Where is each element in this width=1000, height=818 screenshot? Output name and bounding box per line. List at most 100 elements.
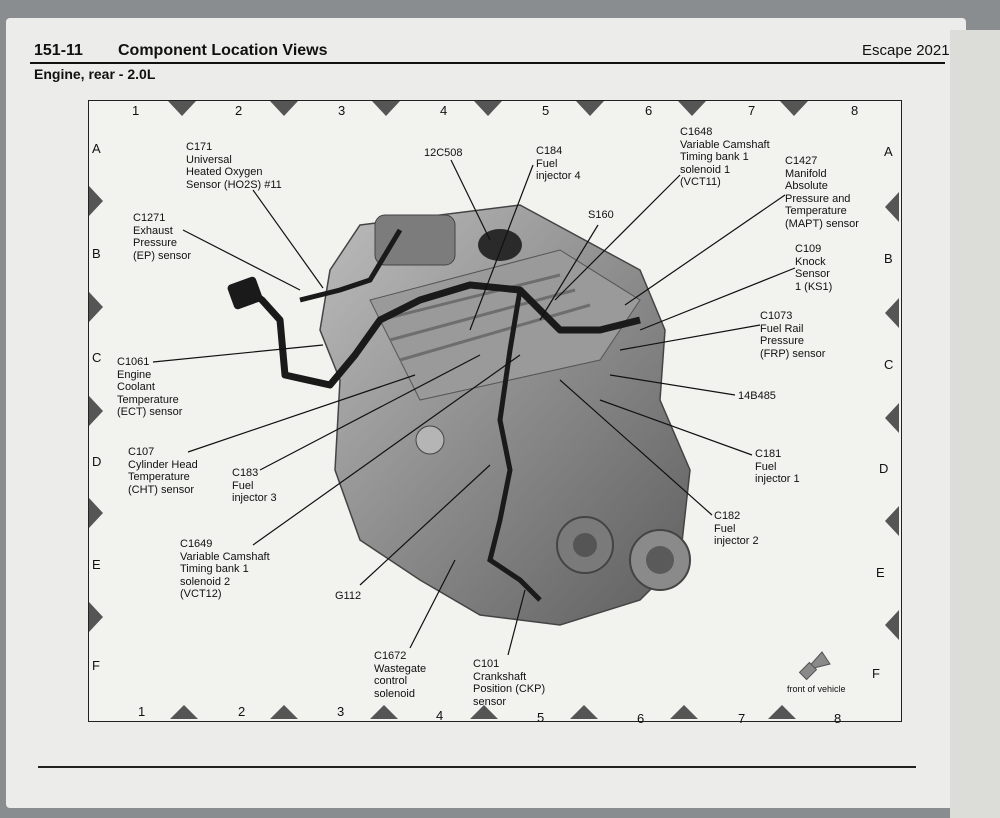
col-label-top-6: 6 [645, 103, 653, 118]
callout-c1649: C1649 Variable Camshaft Timing bank 1 so… [180, 538, 270, 600]
leader-c1648 [554, 174, 681, 301]
callout-g112: G112 [335, 590, 362, 602]
leader-c181 [599, 399, 753, 456]
front-of-vehicle-label: front of vehicle [787, 684, 846, 694]
col-label-top-5: 5 [542, 103, 550, 118]
col-label-bottom-2: 2 [238, 704, 246, 719]
callout-14b485: 14B485 [738, 390, 776, 402]
leader-c183 [259, 354, 481, 471]
vehicle-name: Escape 2021 [862, 42, 950, 59]
col-label-top-1: 1 [132, 103, 140, 118]
marker-bottom [570, 705, 598, 719]
marker-left [89, 186, 103, 216]
callout-s160: S160 [588, 209, 614, 221]
marker-top [576, 101, 604, 116]
row-label-left-b: B [92, 246, 101, 261]
leader-c107 [187, 374, 416, 453]
marker-bottom [170, 705, 198, 719]
callout-c184: C184 Fuel injector 4 [536, 145, 581, 182]
view-title: Engine, rear - 2.0L [34, 66, 156, 82]
callout-c107: C107 Cylinder Head Temperature (CHT) sen… [128, 446, 198, 496]
marker-right [885, 403, 899, 433]
footer-rule [38, 766, 916, 768]
callout-c183: C183 Fuel injector 3 [232, 467, 277, 504]
callout-c101: C101 Crankshaft Position (CKP) sensor [473, 658, 546, 708]
col-label-top-8: 8 [851, 103, 859, 118]
marker-bottom [670, 705, 698, 719]
marker-bottom [470, 705, 498, 719]
marker-top [780, 101, 808, 116]
col-label-top-7: 7 [748, 103, 756, 118]
marker-right [885, 610, 899, 640]
col-label-top-3: 3 [338, 103, 346, 118]
callout-c1648: C1648 Variable Camshaft Timing bank 1 so… [680, 126, 770, 188]
marker-right [885, 506, 899, 536]
callout-c182: C182 Fuel injector 2 [714, 510, 759, 547]
row-label-right-f: F [872, 666, 880, 681]
leader-c171 [252, 189, 324, 289]
col-label-bottom-8: 8 [834, 711, 842, 726]
col-label-top-2: 2 [235, 103, 243, 118]
marker-top [270, 101, 298, 116]
leader-c109 [639, 267, 796, 331]
col-label-bottom-1: 1 [138, 704, 146, 719]
col-label-bottom-4: 4 [436, 708, 444, 723]
row-label-left-a: A [92, 141, 101, 156]
leader-c1271 [182, 229, 301, 291]
callout-c109: C109 Knock Sensor 1 (KS1) [795, 243, 833, 293]
leader-c182 [559, 379, 713, 516]
leader-s160 [539, 224, 599, 321]
row-label-left-f: F [92, 658, 100, 673]
marker-top [678, 101, 706, 116]
row-label-left-e: E [92, 557, 101, 572]
marker-left [89, 396, 103, 426]
row-label-right-e: E [876, 565, 885, 580]
marker-bottom [270, 705, 298, 719]
leader-c1649 [252, 354, 521, 546]
leader-c184 [469, 164, 534, 331]
marker-top [474, 101, 502, 116]
callout-c181: C181 Fuel injector 1 [755, 448, 800, 485]
marker-bottom [768, 705, 796, 719]
next-page-edge [950, 30, 1000, 818]
callout-c1271: C1271 Exhaust Pressure (EP) sensor [133, 212, 192, 262]
row-label-right-a: A [884, 144, 893, 159]
header-rule [30, 62, 945, 64]
row-label-right-d: D [879, 461, 889, 476]
leader-c1672 [409, 559, 456, 649]
marker-left [89, 498, 103, 528]
marker-right [885, 298, 899, 328]
row-label-right-b: B [884, 251, 893, 266]
col-label-bottom-3: 3 [337, 704, 345, 719]
leader-c101 [507, 589, 526, 656]
col-label-bottom-5: 5 [537, 710, 545, 725]
section-number: 151-11 [34, 42, 83, 59]
marker-left [89, 292, 103, 322]
row-label-left-c: C [92, 350, 102, 365]
col-label-bottom-7: 7 [738, 711, 746, 726]
row-label-left-d: D [92, 454, 102, 469]
col-label-top-4: 4 [440, 103, 448, 118]
leader-c1061 [152, 344, 324, 363]
leader-c1427 [624, 194, 786, 306]
callout-c1073: C1073 Fuel Rail Pressure (FRP) sensor [760, 310, 826, 360]
leader-c1073 [619, 324, 761, 351]
callout-c171: C171 Universal Heated Oxygen Sensor (HO2… [186, 141, 282, 191]
callout-c1427: C1427 Manifold Absolute Pressure and Tem… [785, 155, 859, 230]
leader-g112 [359, 464, 491, 586]
callout-c1061: C1061 Engine Coolant Temperature (ECT) s… [117, 356, 183, 418]
callout-c1672: C1672 Wastegate control solenoid [374, 650, 427, 700]
page-title: Component Location Views [118, 42, 328, 59]
leader-14b485 [609, 374, 736, 396]
marker-left [89, 602, 103, 632]
marker-top [168, 101, 196, 116]
marker-bottom [370, 705, 398, 719]
callout-12c508: 12C508 [424, 147, 463, 159]
row-label-right-c: C [884, 357, 894, 372]
col-label-bottom-6: 6 [637, 711, 645, 726]
leader-12c508 [450, 159, 491, 241]
marker-top [372, 101, 400, 116]
